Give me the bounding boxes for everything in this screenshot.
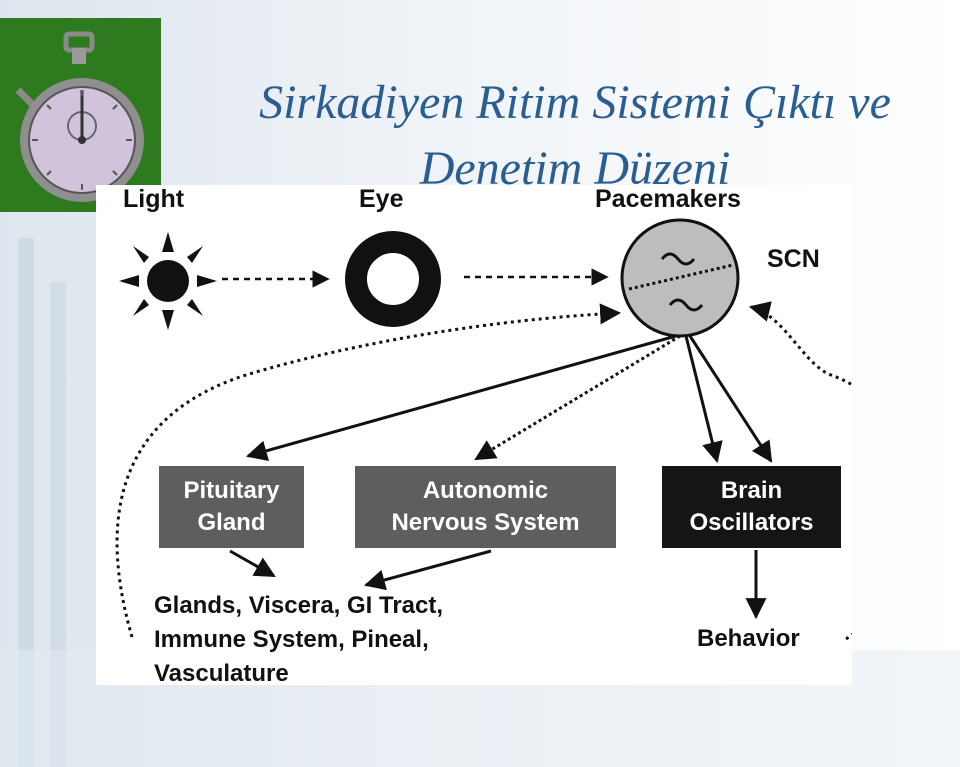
- stopwatch-logo: [0, 18, 161, 212]
- box-pituitary-line-1: Pituitary: [183, 477, 280, 504]
- label-pacemakers: Pacemakers: [595, 185, 741, 213]
- label-scn: SCN: [767, 245, 820, 273]
- label-light: Light: [123, 185, 185, 213]
- targets-line-3: Vasculature: [154, 660, 289, 687]
- targets-line-2: Immune System, Pineal,: [154, 626, 429, 653]
- diagram-graphics: [115, 218, 852, 641]
- circadian-diagram: Light Eye Pacemakers SCN Pituitary Gland…: [96, 185, 852, 687]
- arrow-scn-to-pituitary: [245, 334, 677, 462]
- label-behavior: Behavior: [697, 625, 800, 652]
- arrow-pituitary-to-targets: [229, 549, 276, 578]
- ring-eye-icon: [345, 231, 441, 327]
- box-brain-line-1: Brain: [720, 477, 783, 504]
- box-autonomic-line-2: Nervous System: [391, 509, 580, 536]
- arrow-autonomic-to-targets: [363, 549, 492, 591]
- slide-title: Sirkadiyen Ritim Sistemi Çıktı ve Deneti…: [190, 70, 960, 202]
- box-brain-oscillators: Brain Oscillators: [662, 466, 841, 548]
- targets-text: Glands, Viscera, GI Tract, Immune System…: [154, 589, 443, 691]
- box-pituitary-line-2: Gland: [197, 509, 266, 536]
- targets-line-1: Glands, Viscera, GI Tract,: [154, 592, 444, 619]
- box-pituitary-gland: Pituitary Gland: [159, 466, 304, 548]
- stopwatch-icon: [15, 31, 144, 202]
- wave-circle-icon: [620, 218, 740, 338]
- box-brain-line-2: Oscillators: [689, 509, 814, 536]
- title-line-1: Sirkadiyen Ritim Sistemi Çıktı ve: [259, 76, 891, 129]
- box-autonomic-line-1: Autonomic: [422, 477, 549, 504]
- feedback-left-loop: [115, 303, 622, 638]
- arrow-scn-to-brain-2: [688, 335, 773, 463]
- label-eye: Eye: [359, 185, 404, 213]
- sun-icon: [119, 232, 217, 330]
- arrow-scn-to-autonomic: [474, 334, 681, 461]
- arrow-scn-to-brain-1: [684, 335, 723, 464]
- box-autonomic-nervous-system: Autonomic Nervous System: [355, 466, 616, 548]
- feedback-right-loop: [748, 301, 852, 641]
